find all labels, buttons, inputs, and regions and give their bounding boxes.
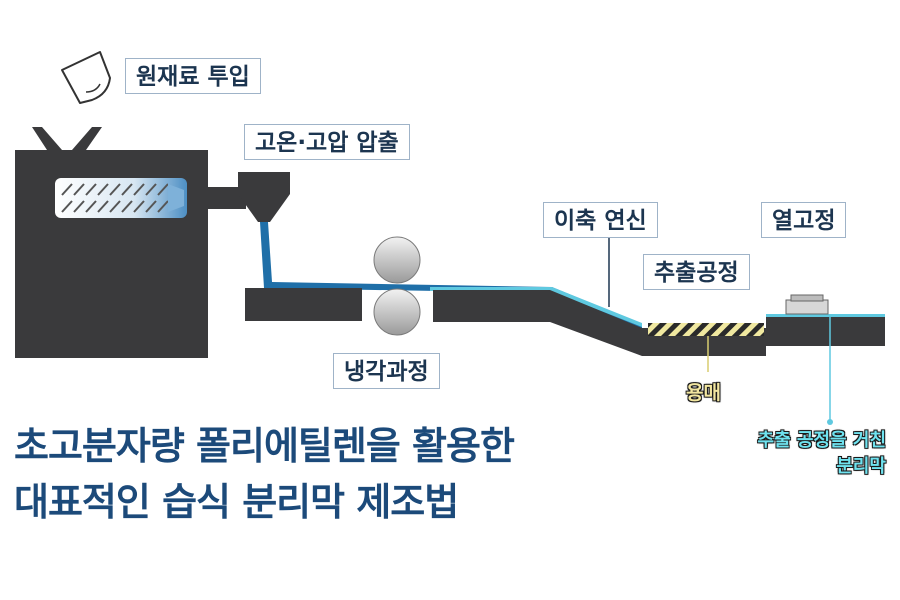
title-line1: 초고분자량 폴리에틸렌을 활용한	[14, 424, 515, 468]
extraction-process-label: 추출공정	[643, 254, 750, 290]
solvent-label: 용매	[686, 382, 721, 404]
solvent-bath-icon	[648, 323, 764, 336]
heat-setting-block	[785, 294, 829, 315]
screw-icon	[55, 178, 187, 218]
heat-setting-label: 열고정	[761, 202, 847, 238]
biaxial-stretching-label: 이축 연신	[543, 202, 658, 238]
leader-lines	[608, 237, 833, 425]
separator-label-line2: 분리막	[836, 456, 886, 477]
page-title: 초고분자량 폴리에틸렌을 활용한 대표적인 습식 분리막 제조법	[14, 418, 515, 530]
extruder-machine	[15, 127, 246, 358]
raw-material-bag-icon	[61, 51, 111, 104]
separator-label-line1: 추출 공정을 거친	[757, 430, 886, 451]
separator-label: 추출 공정을 거친 분리막	[758, 428, 886, 480]
conveyor-platforms	[245, 288, 885, 356]
title-line2: 대표적인 습식 분리막 제조법	[14, 480, 459, 524]
extrusion-die	[238, 172, 290, 222]
roller-icon	[373, 236, 421, 336]
cooling-process-label: 냉각과정	[333, 353, 440, 389]
raw-material-input-label: 원재료 투입	[125, 58, 261, 94]
extrusion-label: 고온·고압 압출	[244, 124, 410, 160]
